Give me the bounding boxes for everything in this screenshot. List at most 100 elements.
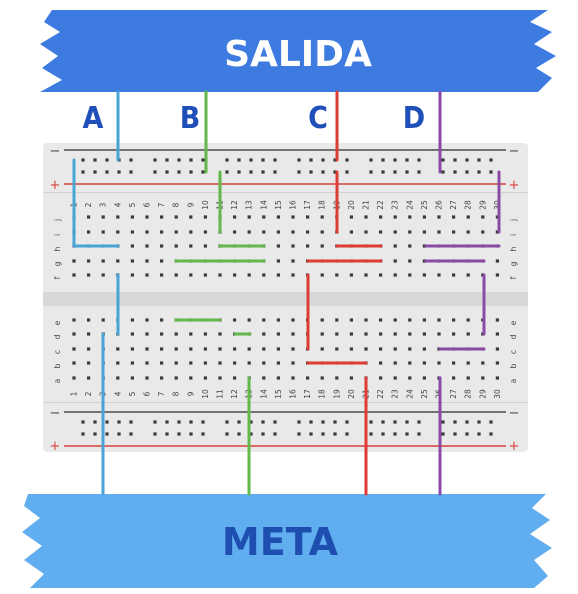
terminal-hole xyxy=(349,332,353,336)
terminal-hole xyxy=(262,318,266,322)
rail-minus-bottom-right: − xyxy=(509,406,520,421)
terminal-hole xyxy=(87,318,91,322)
terminal-hole xyxy=(349,376,353,380)
rail-hole xyxy=(93,420,97,424)
terminal-hole xyxy=(320,244,324,248)
rail-hole xyxy=(237,158,241,162)
terminal-hole xyxy=(408,215,412,219)
terminal-hole xyxy=(320,347,324,351)
terminal-hole xyxy=(408,376,412,380)
terminal-hole xyxy=(87,215,91,219)
column-number: 6 xyxy=(143,202,152,207)
path-label-a: A xyxy=(83,101,104,136)
rail-hole xyxy=(309,420,313,424)
terminal-hole xyxy=(379,273,383,277)
terminal-hole xyxy=(422,259,426,263)
terminal-hole xyxy=(437,318,441,322)
rail-hole xyxy=(129,158,133,162)
terminal-hole xyxy=(189,230,193,234)
rail-hole xyxy=(261,432,265,436)
terminal-hole xyxy=(233,318,237,322)
terminal-hole xyxy=(145,361,149,365)
rail-hole xyxy=(309,158,313,162)
terminal-hole xyxy=(189,244,193,248)
terminal-hole xyxy=(349,273,353,277)
rail-hole xyxy=(225,432,229,436)
terminal-hole xyxy=(495,376,499,380)
terminal-hole xyxy=(203,376,207,380)
rail-hole xyxy=(333,420,337,424)
rail-hole xyxy=(117,420,121,424)
rail-hole xyxy=(405,158,409,162)
terminal-hole xyxy=(408,230,412,234)
terminal-hole xyxy=(335,376,339,380)
terminal-hole xyxy=(495,332,499,336)
rail-hole xyxy=(177,158,181,162)
terminal-hole xyxy=(247,347,251,351)
rail-hole xyxy=(453,432,457,436)
terminal-hole xyxy=(320,230,324,234)
terminal-hole xyxy=(160,318,164,322)
rail-hole xyxy=(249,432,253,436)
terminal-hole xyxy=(189,376,193,380)
terminal-hole xyxy=(393,259,397,263)
row-letter-left: i xyxy=(53,234,62,236)
terminal-hole xyxy=(203,244,207,248)
rail-hole xyxy=(477,170,481,174)
rail-hole xyxy=(321,432,325,436)
row-letter-right: a xyxy=(509,379,518,384)
rail-hole xyxy=(489,432,493,436)
terminal-hole xyxy=(276,318,280,322)
terminal-hole xyxy=(160,230,164,234)
rail-hole xyxy=(477,432,481,436)
terminal-hole xyxy=(116,259,120,263)
terminal-hole xyxy=(408,347,412,351)
terminal-hole xyxy=(306,244,310,248)
rail-hole xyxy=(417,170,421,174)
column-number: 18 xyxy=(318,389,327,399)
terminal-hole xyxy=(349,347,353,351)
terminal-hole xyxy=(335,273,339,277)
rail-hole xyxy=(393,170,397,174)
column-number: 25 xyxy=(420,200,429,210)
breadboard-holes xyxy=(72,158,499,436)
rail-hole xyxy=(273,170,277,174)
column-number: 7 xyxy=(157,202,166,207)
terminal-hole xyxy=(320,318,324,322)
rail-hole xyxy=(441,158,445,162)
terminal-hole xyxy=(452,318,456,322)
row-letter-right: g xyxy=(509,261,518,266)
rail-hole xyxy=(165,158,169,162)
column-number: 18 xyxy=(318,200,327,210)
terminal-hole xyxy=(379,230,383,234)
terminal-hole xyxy=(481,361,485,365)
row-letter-right: i xyxy=(509,234,518,236)
column-number: 9 xyxy=(186,391,195,396)
rail-hole xyxy=(105,420,109,424)
terminal-hole xyxy=(174,361,178,365)
terminal-hole xyxy=(466,361,470,365)
terminal-hole xyxy=(145,259,149,263)
terminal-hole xyxy=(160,215,164,219)
terminal-hole xyxy=(101,318,105,322)
rail-hole xyxy=(333,170,337,174)
terminal-hole xyxy=(218,361,222,365)
rail-hole xyxy=(249,158,253,162)
terminal-hole xyxy=(276,244,280,248)
terminal-hole xyxy=(116,215,120,219)
terminal-hole xyxy=(466,332,470,336)
terminal-hole xyxy=(174,332,178,336)
terminal-hole xyxy=(364,230,368,234)
rail-separator-top xyxy=(43,192,528,193)
rail-hole xyxy=(201,170,205,174)
rail-hole xyxy=(441,432,445,436)
terminal-hole xyxy=(101,259,105,263)
rail-hole xyxy=(393,420,397,424)
rail-hole xyxy=(369,432,373,436)
finish-banner: META xyxy=(22,494,552,588)
row-letter-left: j xyxy=(53,219,62,222)
rail-hole xyxy=(309,432,313,436)
terminal-hole xyxy=(116,376,120,380)
terminal-hole xyxy=(262,347,266,351)
terminal-hole xyxy=(379,215,383,219)
